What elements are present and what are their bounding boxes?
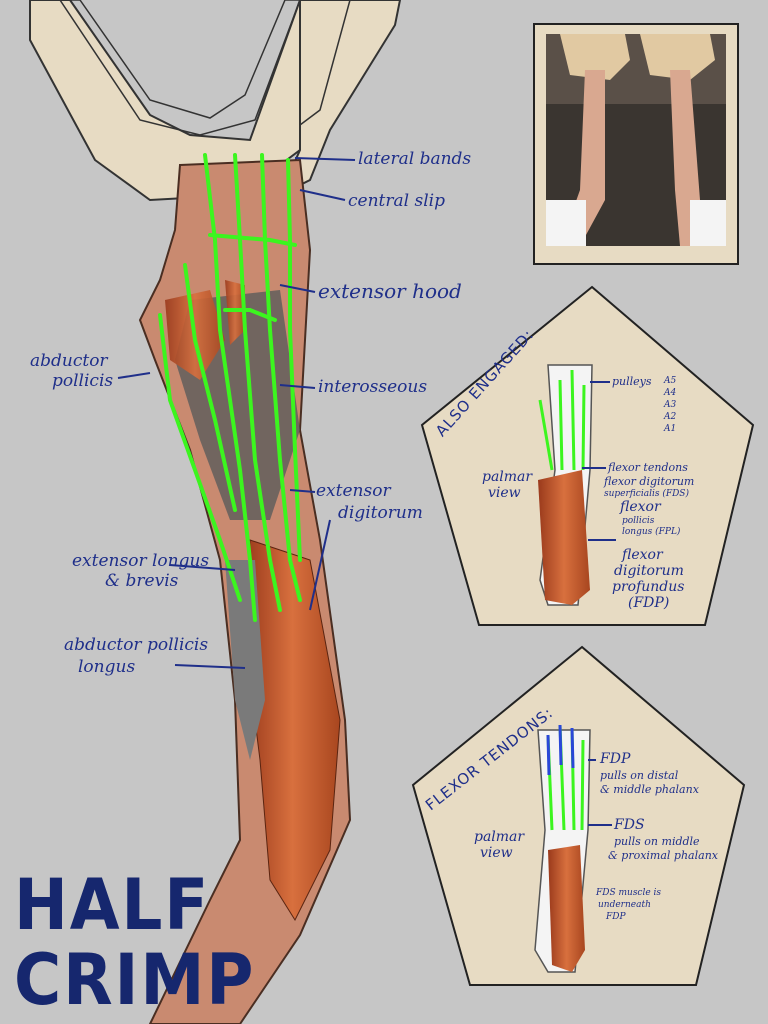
pulley-a3: A3 [664,400,677,410]
panel-flexor-fdp: FDP [600,751,631,767]
label-abductor-pollicis-1: abductor [30,351,108,371]
hangboard [29,0,402,202]
panel-also-fdp-4: (FDP) [628,595,670,611]
panel-also-flexor-tendons: flexor tendons [608,461,688,474]
label-abductor-pollicis-2: pollicis [52,371,114,391]
panel-also-fds-2: superficialis (FDS) [604,489,689,499]
panel-flexor-tendons [411,645,746,986]
pulley-a4: A4 [664,388,677,398]
panel-flexor-fdp-desc-1: pulls on distal [600,769,679,782]
label-extensor-digitorum-1: extensor [316,481,391,501]
label-interosseous: interosseous [318,377,428,397]
panel-flexor-fdp-desc-2: & middle phalanx [600,783,699,796]
label-central-slip: central slip [348,191,445,211]
label-lateral-bands: lateral bands [358,149,472,169]
panel-flexor-fds: FDS [614,817,645,833]
panel-also-view-2: view [488,485,521,501]
panel-flexor-note-1: FDS muscle is [596,888,662,898]
label-extensor-hood: extensor hood [318,279,462,303]
extensor-tendons [158,153,302,622]
label-arrows [117,157,616,826]
panel-also-pulleys: pulleys [612,375,652,388]
label-extensor-digitorum-2: digitorum [338,503,423,523]
panel-also-fpl-3: longus (FPL) [622,527,681,537]
panel-also-fpl-1: flexor [620,499,661,515]
title-line-2: CRIMP [14,939,256,1021]
panel-flexor-note-3: FDP [606,912,626,922]
panel-flexor-note-2: underneath [598,900,651,910]
panel-flexor-view-1: palmar [474,829,525,845]
pulley-a2: A2 [664,412,677,422]
panel-also-fpl-2: pollicis [622,516,655,526]
label-extensor-longus-1: extensor longus [72,551,210,571]
pulley-a5: A5 [664,376,677,386]
panel-also-fds-1: flexor digitorum [604,475,695,488]
panel-flexor-fds-desc-1: pulls on middle [614,835,700,848]
panel-also-view-1: palmar [482,469,533,485]
label-abductor-pollicis-longus-1: abductor pollicis [64,635,209,655]
panel-also-fdp-1: flexor [622,547,663,563]
title-line-1: HALF [14,864,211,946]
label-extensor-longus-2: & brevis [105,571,179,591]
panel-flexor-view-2: view [480,845,513,861]
panel-also-fdp-2: digitorum [614,563,684,579]
panel-also-fdp-3: profundus [612,579,685,595]
reference-photo [533,23,739,265]
label-abductor-pollicis-longus-2: longus [78,657,136,677]
panel-also-engaged [420,285,755,626]
pulley-a1: A1 [664,424,677,434]
panel-flexor-fds-desc-2: & proximal phalanx [608,849,718,862]
